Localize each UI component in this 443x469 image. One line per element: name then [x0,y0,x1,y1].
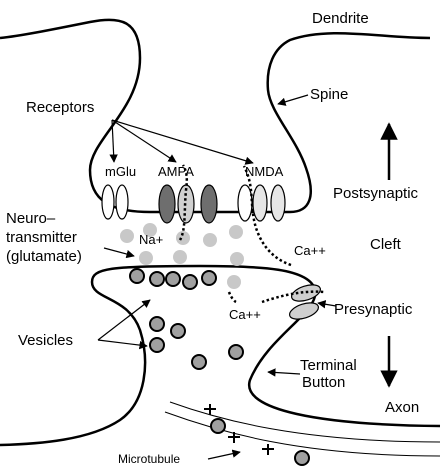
neurotransmitter-pointer-arrow [104,248,134,256]
spine-pointer-arrow [278,95,308,104]
dendrite-label: Dendrite [312,10,369,27]
glutamate-dot [173,250,187,264]
ca-ion-pre-label: Ca++ [229,307,261,322]
ca-ion-path-pre-2 [229,292,236,302]
microtubule-pointer-arrow [208,452,240,459]
motor-mark [262,444,274,455]
terminal-button-pointer-arrow [268,372,300,374]
motor-mark [228,432,240,443]
mglu-label: mGlu [105,164,136,179]
cleft-label: Cleft [370,236,402,253]
glutamate-dot [230,252,244,266]
glutamate-dot [227,275,241,289]
vesicle [183,275,197,289]
presynaptic-label: Presynaptic [334,301,413,318]
postsynaptic-label: Postsynaptic [333,185,419,202]
nmda-receptor-2 [253,185,267,221]
vesicle [192,355,206,369]
vesicle [171,324,185,338]
vesicle [229,345,243,359]
ca-channel-lower [288,300,321,323]
vesicle [211,419,225,433]
neurotransmitter-label-line1: Neuro– [6,210,56,227]
vesicle [150,272,164,286]
vesicles-group [130,269,309,465]
receptors-label: Receptors [26,99,94,116]
neurotransmitter-label-line3: (glutamate) [6,248,82,265]
vesicle [150,338,164,352]
terminal-button-label-line2: Button [302,374,345,391]
vesicles-pointer-arrow-2 [98,340,147,346]
ca-ion-path-post [244,166,291,265]
glutamate-dot [139,251,153,265]
ampa-receptor-1 [159,185,175,223]
mglu-receptor-2 [116,185,128,219]
nmda-receptor-3 [271,185,285,221]
ca-ion-post-label: Ca++ [294,243,326,258]
receptors-to-ampa-arrow [112,120,176,162]
vesicles-label: Vesicles [18,332,73,349]
receptors-to-nmda-arrow [112,120,253,163]
terminal-button-label-line1: Terminal [300,357,357,374]
vesicle [295,451,309,465]
ampa-receptor-3 [201,185,217,223]
glutamate-dot [176,231,190,245]
vesicle [202,271,216,285]
glutamate-dot [229,225,243,239]
mglu-receptor-1 [102,185,114,219]
na-ion-label: Na+ [139,232,163,247]
vesicle [166,272,180,286]
vesicle [130,269,144,283]
neurotransmitter-label-line2: transmitter [6,229,77,246]
glutamate-dot [203,233,217,247]
ampa-label: AMPA [158,164,194,179]
glutamate-dot [120,229,134,243]
spine-label: Spine [310,86,348,103]
vesicle [150,317,164,331]
axon-label: Axon [385,399,419,416]
microtubule-label: Microtubule [118,452,180,466]
nmda-label: NMDA [245,164,284,179]
terminal-outline-left [0,266,200,445]
